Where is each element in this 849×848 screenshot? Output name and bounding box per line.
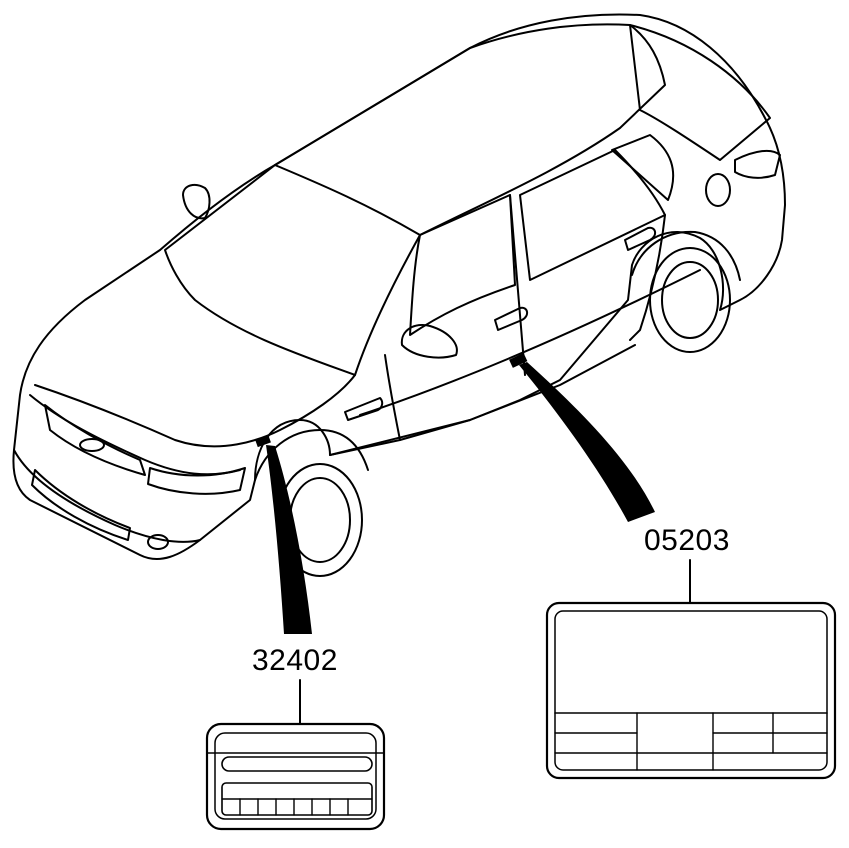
label-marker-05203 [509, 352, 528, 368]
front-door-window [409, 194, 516, 336]
passenger-mirror [182, 183, 211, 220]
side-mirror [400, 324, 458, 359]
rear-lamp [734, 149, 781, 179]
rear-door-edge [629, 214, 666, 341]
part-number-32402: 32402 [252, 644, 338, 677]
leader-32402 [266, 445, 312, 634]
rocker-line [329, 344, 636, 456]
brand-logo [79, 438, 105, 452]
hood-front-edge [29, 394, 241, 476]
fuel-door [705, 173, 731, 207]
hood-crease [34, 374, 356, 448]
part-number-05203: 05203 [644, 524, 730, 557]
side-character-line [359, 269, 701, 416]
rear-door-window [519, 149, 666, 281]
headlight [147, 467, 246, 495]
front-door-edge [384, 354, 401, 441]
rear-door-handle [624, 226, 656, 251]
fender-indicator [344, 397, 384, 421]
label-markers [255, 352, 691, 725]
roof-line [274, 23, 666, 236]
quarter-window [611, 134, 675, 201]
windshield [164, 164, 421, 376]
front-door-handle [494, 306, 528, 331]
label-marker-32402 [255, 434, 271, 448]
rear-wheel [631, 230, 741, 353]
car-body-outline [12, 13, 786, 560]
front-grille [44, 404, 146, 476]
lower-intake [31, 469, 131, 541]
label-part-32402 [205, 722, 386, 831]
car-illustration [12, 13, 786, 577]
leader-05203 [519, 362, 655, 522]
b-pillar [509, 194, 526, 376]
front-bumper [13, 449, 201, 543]
label-part-05203 [545, 601, 837, 780]
rear-window [629, 24, 771, 161]
fog-lamp [147, 534, 169, 550]
